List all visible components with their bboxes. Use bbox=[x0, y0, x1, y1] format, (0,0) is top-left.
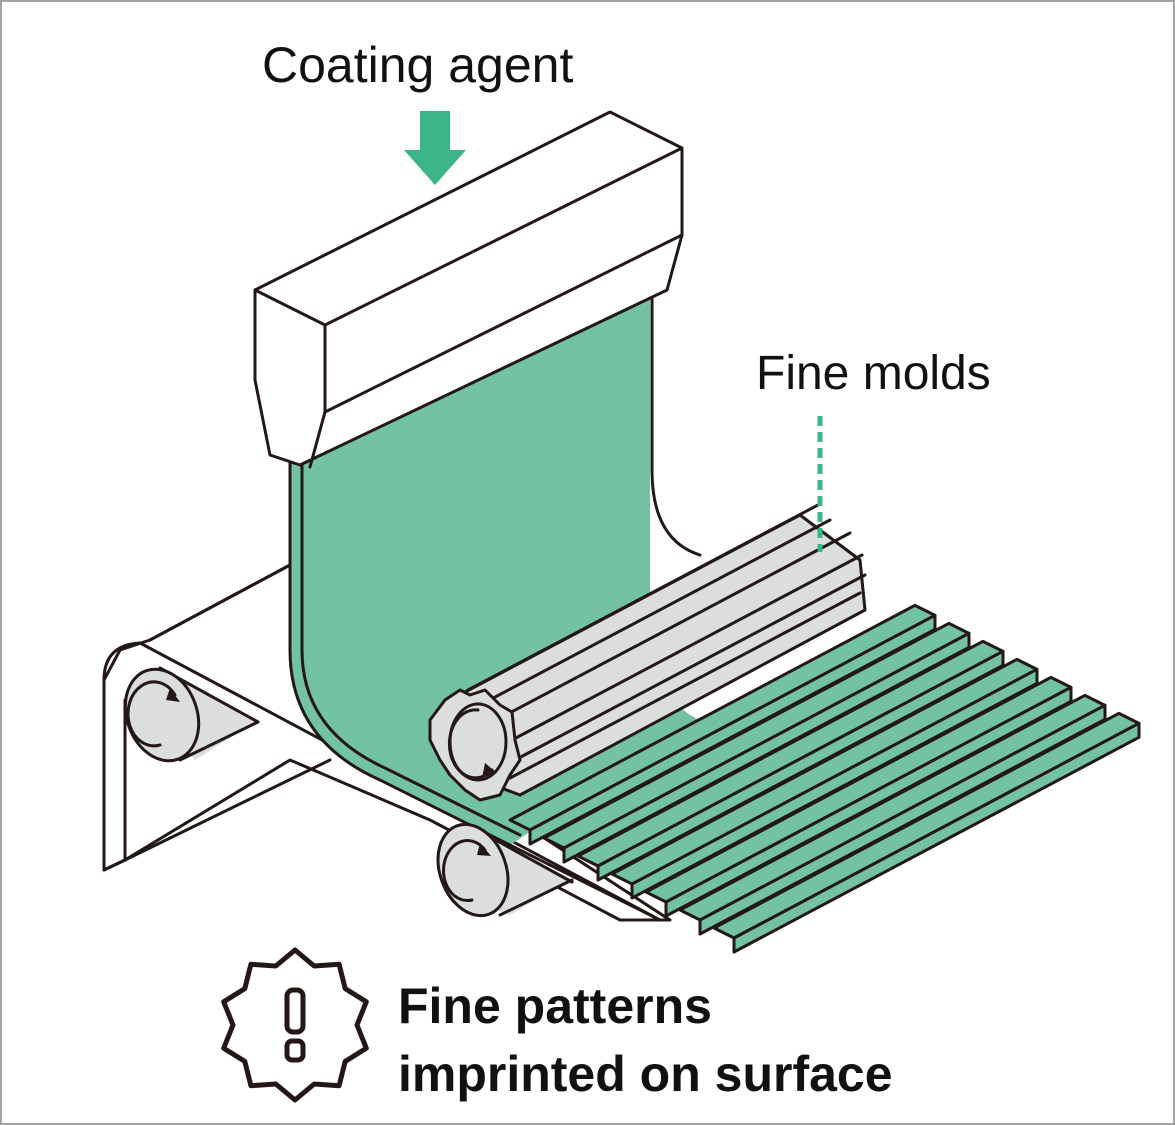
caption-line-1: Fine patterns bbox=[398, 978, 712, 1034]
patterned-film bbox=[508, 603, 1141, 954]
film-edge bbox=[700, 722, 1058, 910]
mold-ridge-line bbox=[508, 591, 862, 780]
rotate-clockwise-icon bbox=[126, 680, 180, 748]
exclamation-badge-icon bbox=[221, 947, 369, 1103]
caption: Fine patterns imprinted on surface bbox=[398, 972, 893, 1108]
mold-ridge-line bbox=[466, 503, 820, 692]
film-ridge bbox=[610, 657, 1039, 900]
coating-agent-label: Coating agent bbox=[262, 37, 574, 93]
mold-ridges bbox=[466, 503, 867, 780]
fine-molds-label: Fine molds bbox=[756, 347, 991, 400]
caption-line-2: imprinted on surface bbox=[398, 1046, 893, 1102]
film-ridge bbox=[644, 675, 1073, 918]
left-roller bbox=[123, 666, 260, 763]
arrow-down-icon bbox=[404, 111, 466, 185]
film-ridge bbox=[576, 639, 1005, 882]
mold-ridge-line bbox=[513, 573, 867, 762]
rotate-clockwise-icon bbox=[447, 708, 497, 780]
coating-head bbox=[253, 110, 684, 469]
film-ridge bbox=[712, 711, 1141, 954]
mold-roller bbox=[428, 503, 867, 802]
rotate-clockwise-icon bbox=[442, 839, 491, 903]
lower-roller bbox=[436, 822, 574, 918]
mold-ridge-line bbox=[478, 518, 832, 707]
mold-ridge-line bbox=[498, 531, 852, 720]
mold-ridge-line bbox=[510, 553, 864, 742]
